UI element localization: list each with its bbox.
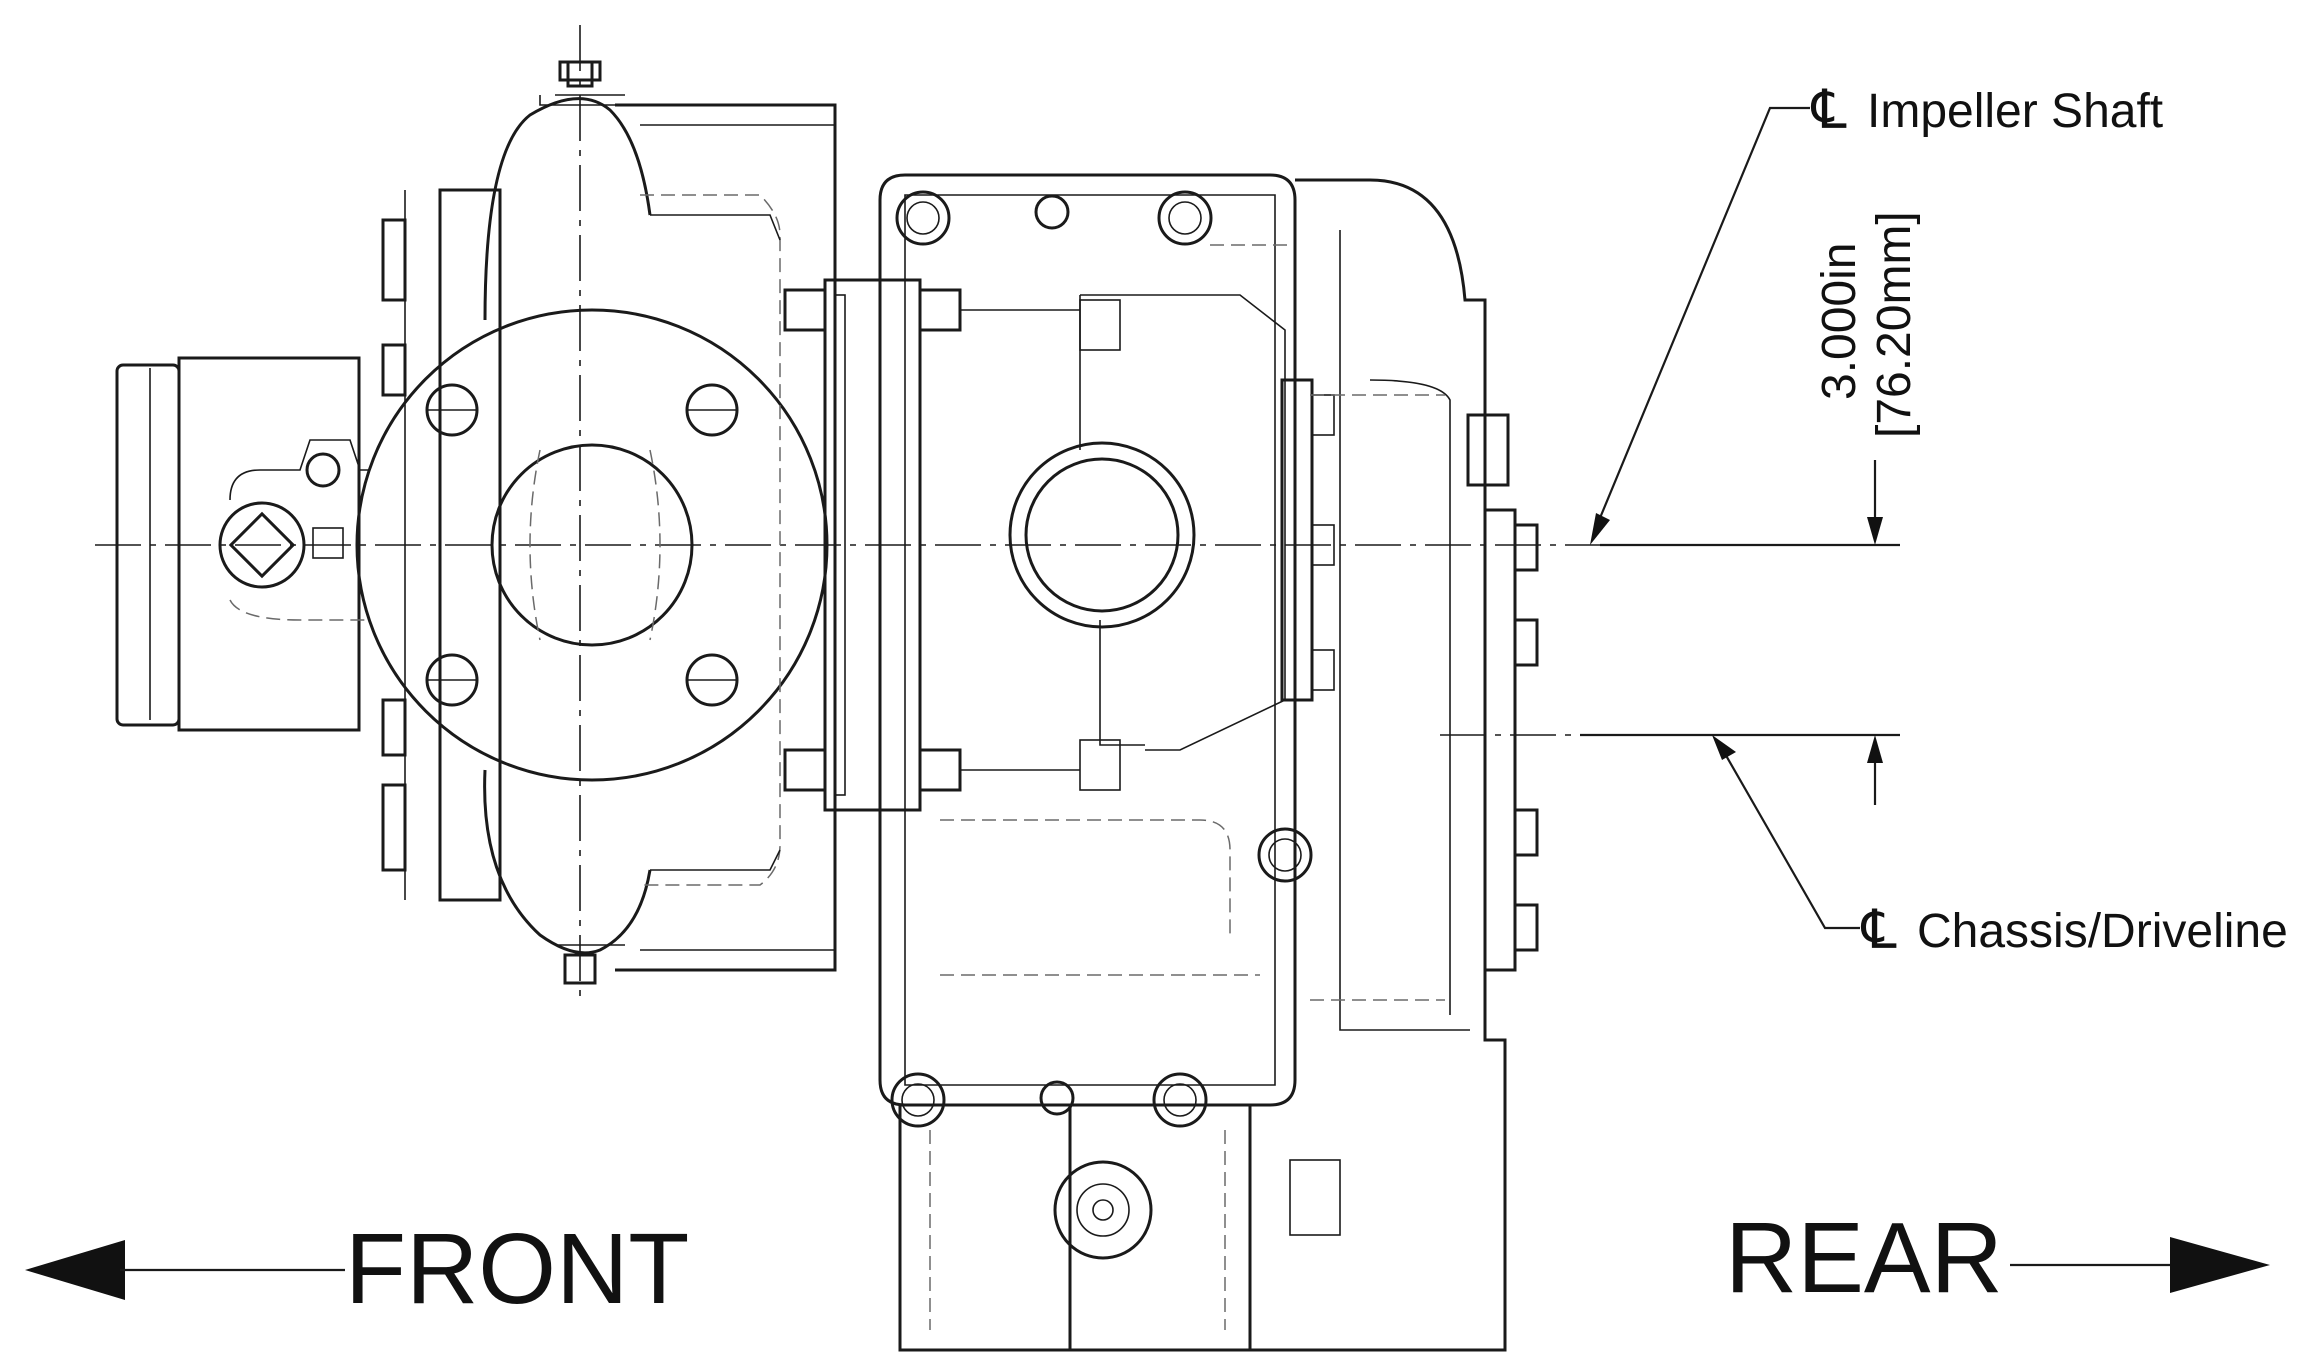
casing-bolt (381, 343, 407, 397)
rear-bolt (1466, 413, 1510, 487)
pump-housing (878, 173, 1335, 1128)
rear-gearbox (898, 178, 1539, 1352)
volute-casing (381, 60, 837, 985)
housing-mount-boss (1157, 190, 1213, 246)
rear-arrowhead (2170, 1237, 2270, 1293)
suction-flange (355, 308, 829, 782)
rear-bolt (1513, 618, 1539, 667)
discharge-port (1008, 441, 1196, 629)
impeller-shaft-label: Impeller Shaft (1867, 85, 2163, 138)
front-direction: FRONT (25, 1213, 689, 1325)
center-lines (95, 25, 1900, 1000)
dimension-inches-label: 3.000in (1813, 243, 1866, 400)
adapter-plate (783, 278, 1121, 812)
drain-fitting (1053, 1160, 1153, 1260)
rear-bolt (1513, 903, 1539, 952)
rear-label: REAR (1725, 1202, 2003, 1314)
chassis-driveline-label: Chassis/Driveline (1917, 905, 2288, 958)
rear-direction: REAR (1725, 1202, 2270, 1314)
offset-dimension: 3.000in [76.20mm] (1580, 211, 1921, 805)
centerline-symbol: ℄ (1860, 900, 1897, 960)
casing-bolt (381, 698, 407, 757)
impeller-shaft-callout: ℄ Impeller Shaft (1590, 80, 2163, 545)
casing-bolt (381, 783, 407, 872)
chassis-driveline-callout: ℄ Chassis/Driveline (1712, 735, 2288, 960)
inlet-coupling (115, 356, 370, 732)
housing-mount-boss (895, 190, 951, 246)
centerline-symbol: ℄ (1810, 80, 1847, 140)
housing-mount-boss (890, 1072, 946, 1128)
rear-bolt (1513, 523, 1539, 572)
casing-bolt (381, 218, 407, 302)
housing-mount-boss (1152, 1072, 1208, 1128)
rear-bolt (1513, 808, 1539, 857)
front-arrowhead (25, 1240, 125, 1300)
front-label: FRONT (345, 1213, 689, 1325)
dimension-mm-label: [76.20mm] (1868, 211, 1921, 438)
